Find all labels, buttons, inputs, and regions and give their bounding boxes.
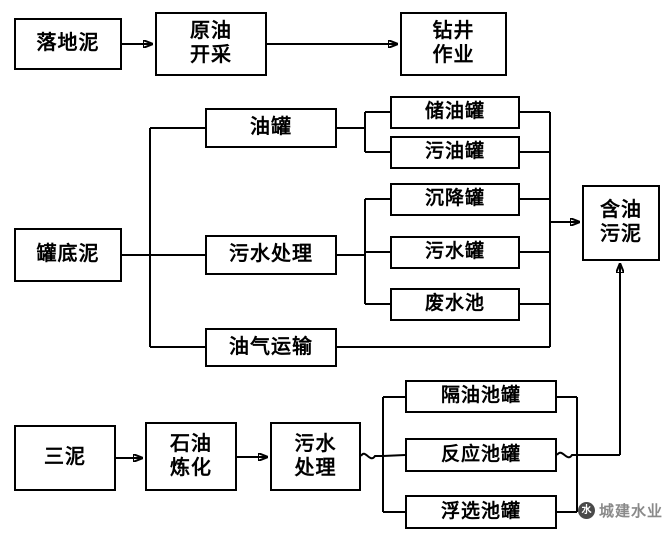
node-label: 污泥	[600, 223, 642, 245]
node-reaction-tank: 反应池罐	[405, 438, 557, 472]
node-flotation-tank: 浮选池罐	[405, 495, 557, 529]
node-label: 污水	[294, 432, 337, 455]
node-label: 储油罐	[424, 101, 485, 123]
node-sewage-treatment-mid: 污水处理	[205, 235, 337, 275]
node-three-mud: 三泥	[14, 425, 116, 491]
node-label: 污油罐	[424, 141, 485, 163]
node-label: 作业	[432, 44, 475, 66]
node-oil-separation-tank: 隔油池罐	[405, 380, 557, 413]
node-petroleum-refining: 石油 炼化	[145, 422, 237, 491]
node-label: 油气运输	[229, 335, 313, 358]
node-label: 污水罐	[424, 241, 485, 263]
node-label: 含油	[600, 199, 642, 222]
node-label: 油罐	[250, 116, 292, 139]
watermark-logo-icon: 水	[577, 502, 595, 519]
node-settling-tank: 沉降罐	[390, 183, 520, 216]
node-label: 落地泥	[36, 32, 100, 55]
node-waste-oil-tank: 污油罐	[390, 136, 520, 169]
node-label: 三泥	[44, 446, 86, 469]
edge-tankbottom-branches	[122, 127, 205, 348]
edge-right-collector	[337, 111, 551, 348]
node-label: 炼化	[170, 456, 212, 479]
node-sewage-tank: 污水罐	[390, 236, 520, 269]
node-label: 隔油池罐	[440, 385, 521, 407]
node-crude-oil-extraction: 原油 开采	[155, 12, 267, 76]
node-label: 污水处理	[229, 243, 313, 266]
node-label: 反应池罐	[440, 443, 521, 465]
watermark-text: 城建水业	[598, 503, 663, 520]
node-drilling-operation: 钻井 作业	[400, 12, 507, 76]
node-label: 废水池	[424, 293, 485, 315]
node-label: 浮选池罐	[440, 500, 521, 522]
edge-sewagebottom-branches	[360, 396, 406, 513]
node-oil-storage-tank: 储油罐	[390, 96, 520, 129]
node-tank-bottom-mud: 罐底泥	[14, 228, 122, 282]
node-landing-mud: 落地泥	[14, 18, 122, 70]
edge-oiltank-branches	[337, 111, 390, 153]
edge-sewagemid-branches	[337, 198, 390, 305]
node-oil-tank: 油罐	[205, 108, 337, 148]
node-label: 处理	[294, 456, 337, 479]
node-label: 罐底泥	[36, 243, 100, 266]
node-oil-gas-transport: 油气运输	[205, 328, 337, 367]
node-label: 沉降罐	[424, 188, 485, 210]
node-label: 石油	[170, 432, 212, 455]
node-label: 开采	[190, 44, 232, 66]
node-label: 钻井	[432, 20, 475, 43]
node-oily-sludge: 含油 污泥	[582, 185, 660, 261]
node-sewage-treatment-bottom: 污水 处理	[270, 422, 361, 491]
node-wastewater-pool: 废水池	[390, 288, 520, 321]
watermark: 水 城建水业	[577, 500, 663, 521]
node-label: 原油	[190, 20, 232, 43]
edge-bottom-collector	[556, 396, 620, 513]
